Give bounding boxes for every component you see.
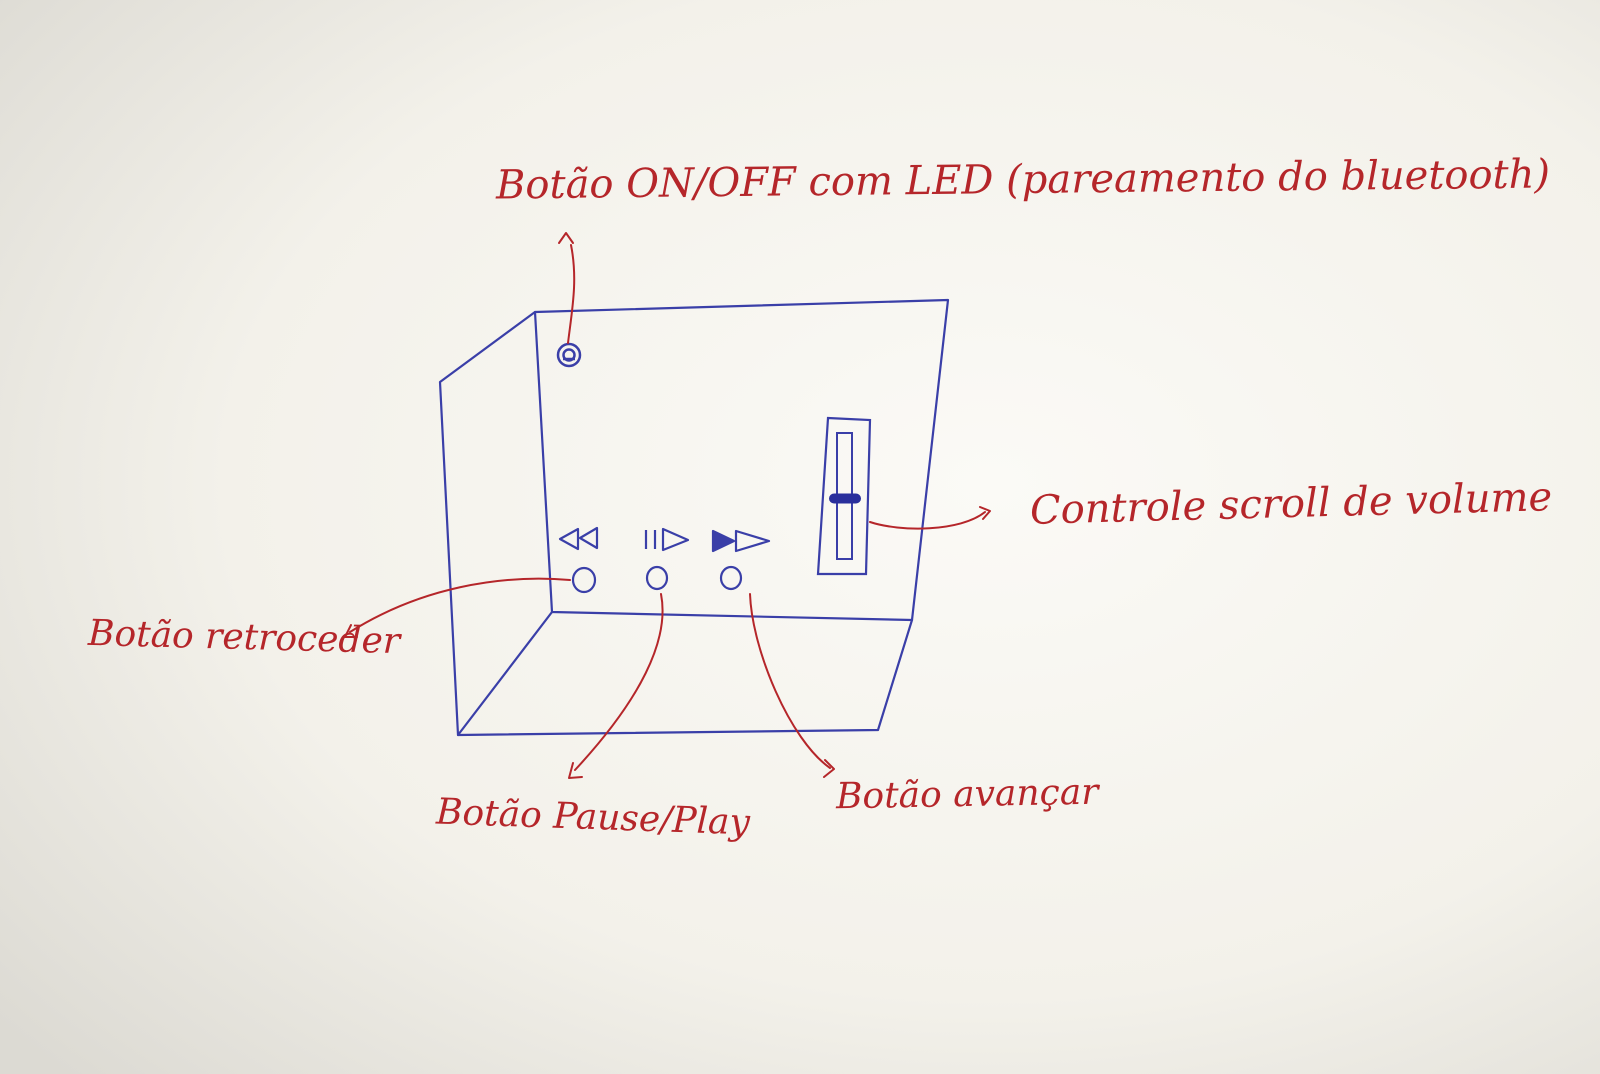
power-button-label: Botão ON/OFF com LED (pareamento do blue… bbox=[495, 151, 1551, 209]
forward-leader-arrowhead bbox=[823, 759, 835, 778]
pause-play-button bbox=[645, 565, 669, 591]
annotation-leaders bbox=[344, 232, 991, 779]
pause-play-icon bbox=[644, 527, 690, 552]
speaker-side-face bbox=[438, 310, 554, 737]
forward-button-label: Botão avançar bbox=[835, 771, 1099, 818]
rewind-leader-line bbox=[349, 577, 571, 633]
rewind-button bbox=[571, 566, 597, 594]
power-leader-line bbox=[567, 244, 576, 344]
power-leader-arrowhead bbox=[558, 232, 574, 244]
volume-leader-line bbox=[869, 511, 986, 530]
rewind-icon bbox=[558, 526, 599, 551]
forward-button bbox=[719, 565, 743, 591]
pause-play-leader-line bbox=[574, 593, 664, 771]
control-buttons bbox=[571, 565, 743, 594]
power-led-icon bbox=[556, 342, 582, 368]
speaker-bottom-face bbox=[456, 618, 914, 737]
volume-slider-frame bbox=[816, 416, 872, 576]
rewind-button-label: Botão retroceder bbox=[87, 612, 401, 663]
volume-slider bbox=[816, 416, 872, 576]
fast-forward-icon bbox=[711, 529, 771, 553]
forward-leader-line bbox=[749, 593, 831, 769]
volume-slider-knob bbox=[829, 493, 861, 504]
rewind-leader-arrowhead bbox=[344, 624, 358, 638]
pause-play-leader-arrowhead bbox=[568, 762, 583, 779]
volume-leader-arrowhead bbox=[979, 506, 991, 520]
speaker-box bbox=[438, 298, 950, 737]
